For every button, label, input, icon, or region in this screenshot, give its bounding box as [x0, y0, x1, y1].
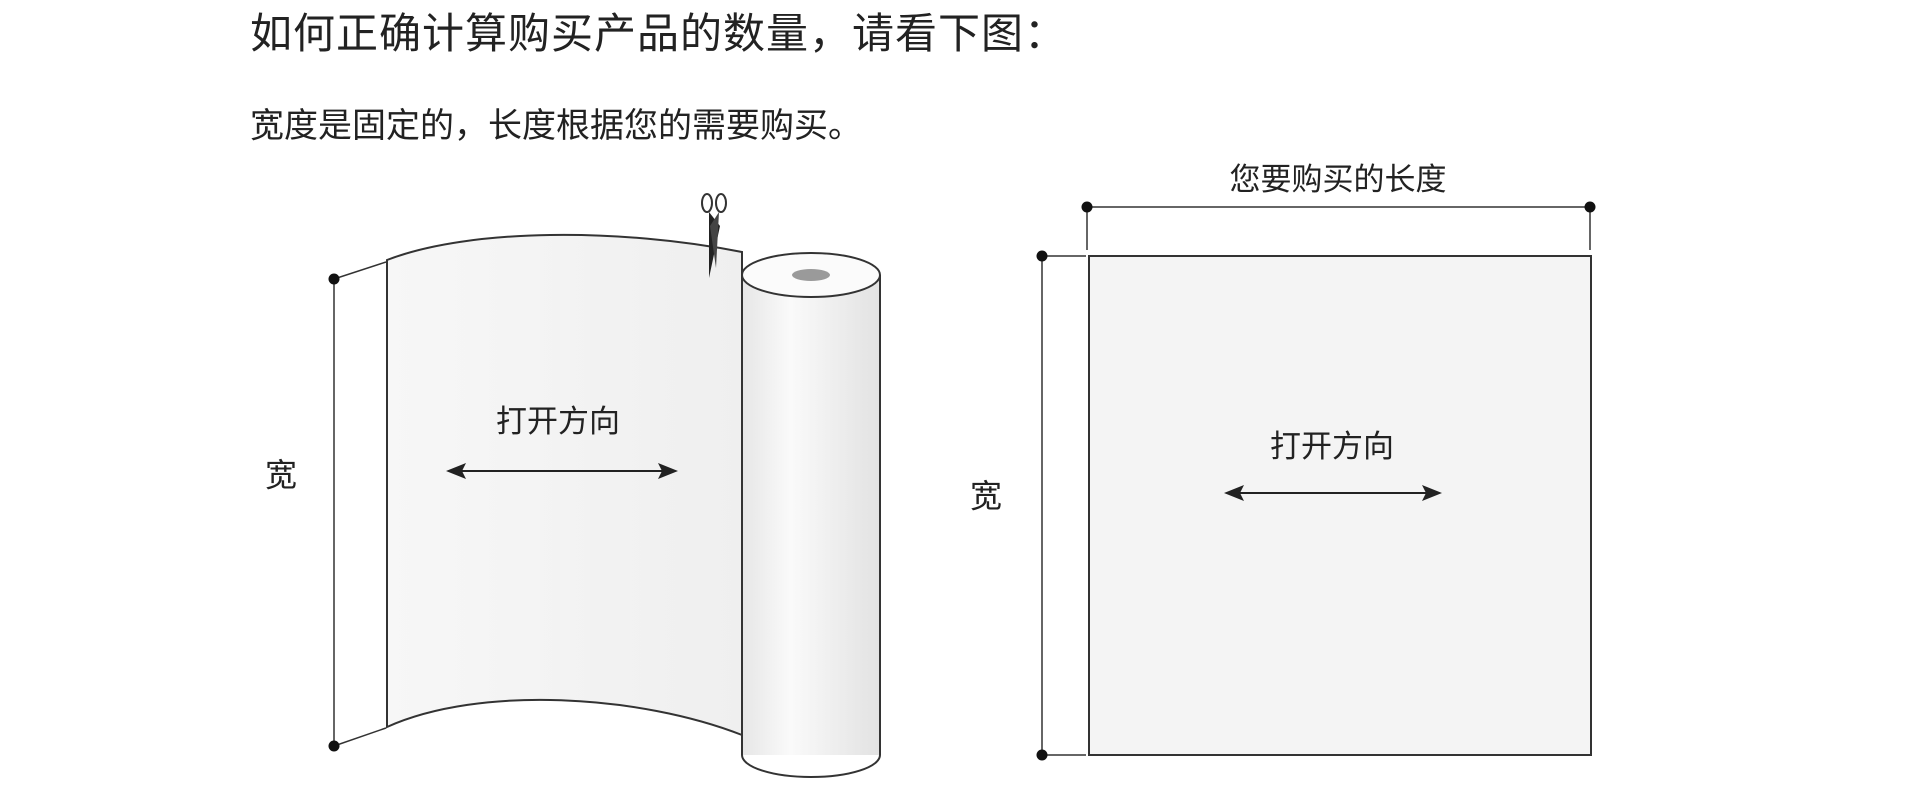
fabric-roll — [741, 252, 881, 778]
left-arrow-head-right — [658, 463, 678, 479]
left-width-dimension: 宽 — [265, 261, 387, 752]
scissors-icon — [701, 193, 727, 278]
right-arrow-head-left — [1224, 485, 1244, 501]
right-direction-label: 打开方向 — [1270, 429, 1394, 465]
right-direction-indicator: 打开方向 — [1224, 429, 1442, 501]
right-arrow-head-right — [1422, 485, 1442, 501]
left-width-label: 宽 — [265, 456, 297, 494]
left-direction-label: 打开方向 — [496, 404, 620, 440]
flat-fabric-sheet — [1088, 255, 1592, 756]
left-diagram: 宽 打开方向 — [265, 193, 881, 778]
page-heading: 如何正确计算购买产品的数量，请看下图： — [250, 9, 1068, 58]
fabric-sheet — [386, 233, 743, 737]
right-width-dimension: 宽 — [970, 250, 1086, 761]
length-dimension: 您要购买的长度 — [1081, 162, 1596, 250]
left-direction-indicator: 打开方向 — [446, 404, 678, 479]
length-label: 您要购买的长度 — [1230, 162, 1447, 198]
right-diagram: 您要购买的长度 宽 打开方向 — [970, 162, 1596, 761]
roll-core — [792, 269, 830, 281]
right-width-label: 宽 — [970, 477, 1002, 515]
page-subheading: 宽度是固定的，长度根据您的需要购买。 — [250, 106, 862, 146]
left-arrow-head-left — [446, 463, 466, 479]
